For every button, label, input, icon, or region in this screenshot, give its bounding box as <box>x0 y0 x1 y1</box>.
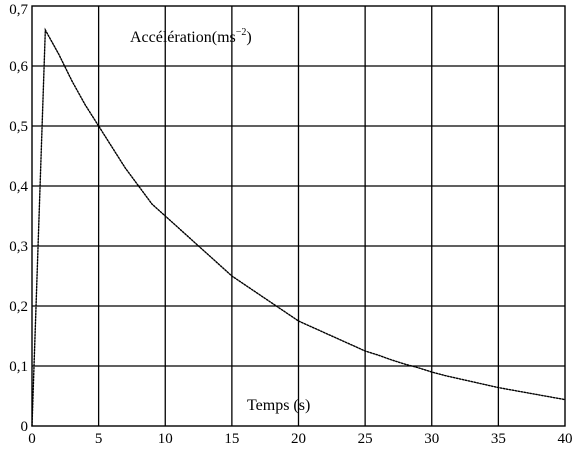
y-tick-label: 0,7 <box>9 2 28 18</box>
x-tick-label: 10 <box>158 431 173 446</box>
y-tick-label: 0,5 <box>9 119 28 135</box>
x-tick-label: 30 <box>424 431 439 446</box>
y-tick-label: 0,4 <box>9 179 28 195</box>
tick-label-layer: 0 5 10 15 20 25 30 35 40 0 0,1 0,2 0,3 0,4 0,5 0,6 0,7 <box>9 2 573 447</box>
y-tick-label: 0,2 <box>9 299 28 315</box>
x-tick-label: 5 <box>95 431 103 446</box>
x-tick-label: 40 <box>558 431 573 446</box>
x-tick-label: 20 <box>291 431 306 446</box>
y-tick-label: 0,3 <box>9 239 28 255</box>
line-layer <box>31 27 566 427</box>
x-tick-label: 0 <box>28 431 36 446</box>
y-tick-label: 0,1 <box>9 359 28 375</box>
x-tick-label: 35 <box>491 431 506 446</box>
x-axis-label: Temps (s) <box>247 397 310 414</box>
y-tick-label: 0,6 <box>9 59 28 75</box>
x-tick-label: 25 <box>358 431 373 446</box>
grid-layer <box>31 5 566 427</box>
acceleration-series-line <box>31 27 566 427</box>
x-tick-label: 15 <box>224 431 239 446</box>
y-tick-label: 0 <box>21 419 29 435</box>
y-axis-label: Accélération(ms−2) <box>130 27 252 46</box>
